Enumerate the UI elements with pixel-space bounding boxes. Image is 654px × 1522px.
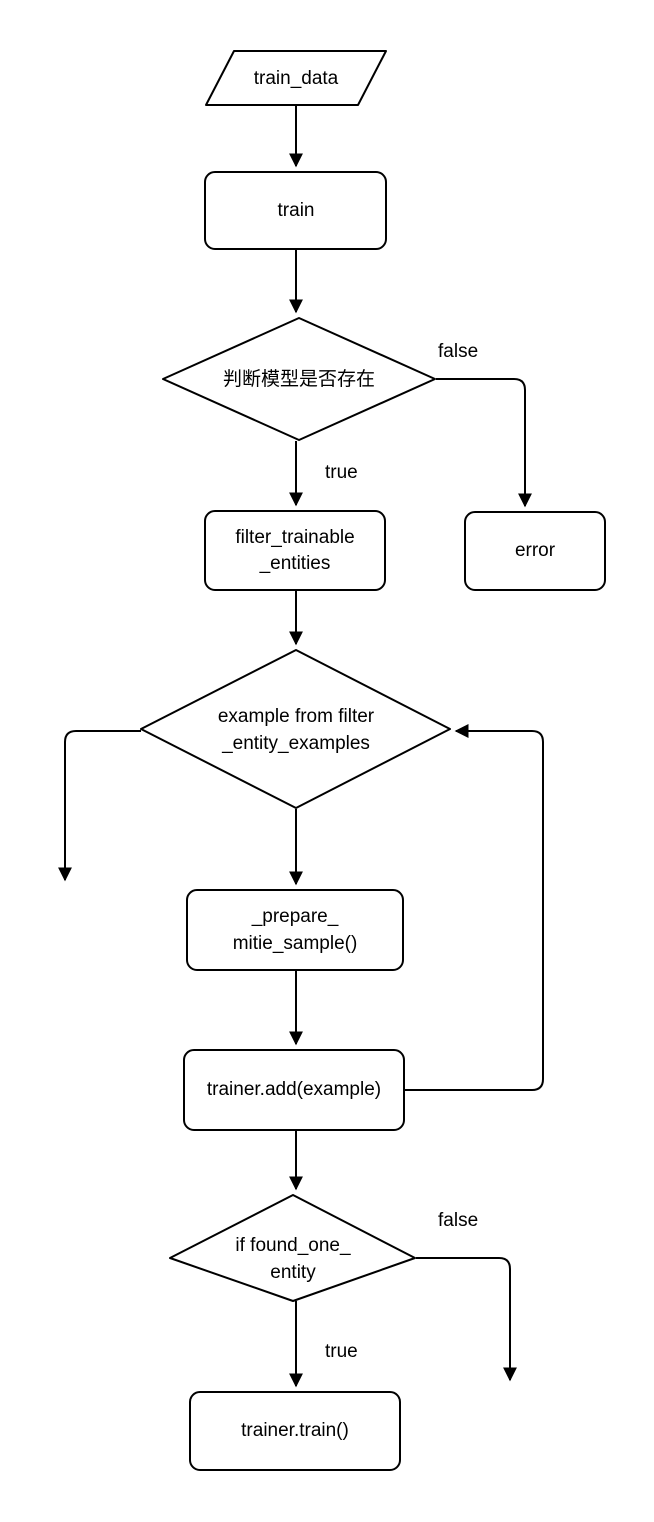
model-exists-diamond-shape — [162, 317, 436, 441]
error-box-shape — [464, 511, 606, 591]
filter-trainable-box-shape — [204, 510, 386, 591]
error-label: error — [515, 540, 556, 561]
prepare-mitie-label-line2: mitie_sample() — [233, 933, 358, 954]
edge-trainer-add-loop-back — [404, 724, 544, 1091]
model-exists-label: 判断模型是否存在 — [223, 368, 375, 390]
trainer-add-label: trainer.add(example) — [207, 1079, 381, 1100]
node-found-one-entity[interactable]: if found_one_ entity — [169, 1194, 416, 1302]
found-one-entity-label-line2: entity — [270, 1262, 316, 1283]
example-loop-diamond-shape — [140, 649, 451, 809]
example-loop-label-line2: _entity_examples — [221, 733, 370, 754]
node-error[interactable]: error — [464, 511, 606, 591]
found-one-entity-label-line1: if found_one_ — [235, 1235, 351, 1256]
filter-trainable-label-line1: filter_trainable — [235, 527, 354, 548]
node-train[interactable]: train — [204, 171, 387, 250]
prepare-mitie-label-line1: _prepare_ — [251, 906, 339, 927]
prepare-mitie-box-shape — [186, 889, 404, 971]
trainer-add-box-shape — [183, 1049, 405, 1131]
train-box-shape — [204, 171, 387, 250]
node-prepare-mitie-sample[interactable]: _prepare_ mitie_sample() — [186, 889, 404, 971]
node-trainer-train[interactable]: trainer.train() — [189, 1391, 401, 1471]
node-model-exists[interactable]: 判断模型是否存在 — [162, 317, 436, 441]
example-loop-label-line1: example from filter — [218, 706, 375, 727]
node-example-loop[interactable]: example from filter _entity_examples — [140, 649, 451, 809]
edge-example-loop-exit — [58, 730, 141, 882]
filter-trainable-label-line2: _entities — [259, 553, 331, 574]
edge-label-found-one-entity-true: true — [325, 1341, 358, 1362]
train-data-label: train_data — [254, 68, 339, 89]
trainer-train-box-shape — [189, 1391, 401, 1471]
found-one-entity-diamond-shape — [169, 1194, 416, 1302]
node-trainer-add[interactable]: trainer.add(example) — [183, 1049, 405, 1131]
edge-model-exists-false-to-error — [436, 378, 532, 508]
trainer-train-label: trainer.train() — [241, 1420, 349, 1441]
edge-label-found-one-entity-false: false — [438, 1210, 478, 1231]
node-filter-trainable-entities[interactable]: filter_trainable _entities — [204, 510, 386, 591]
train-label: train — [278, 200, 315, 221]
node-train-data[interactable]: train_data — [205, 50, 387, 106]
edge-found-one-entity-false-exit — [416, 1257, 517, 1382]
edge-label-model-exists-true: true — [325, 462, 358, 483]
edge-label-model-exists-false: false — [438, 341, 478, 362]
train-data-parallelogram-shape — [205, 50, 387, 106]
